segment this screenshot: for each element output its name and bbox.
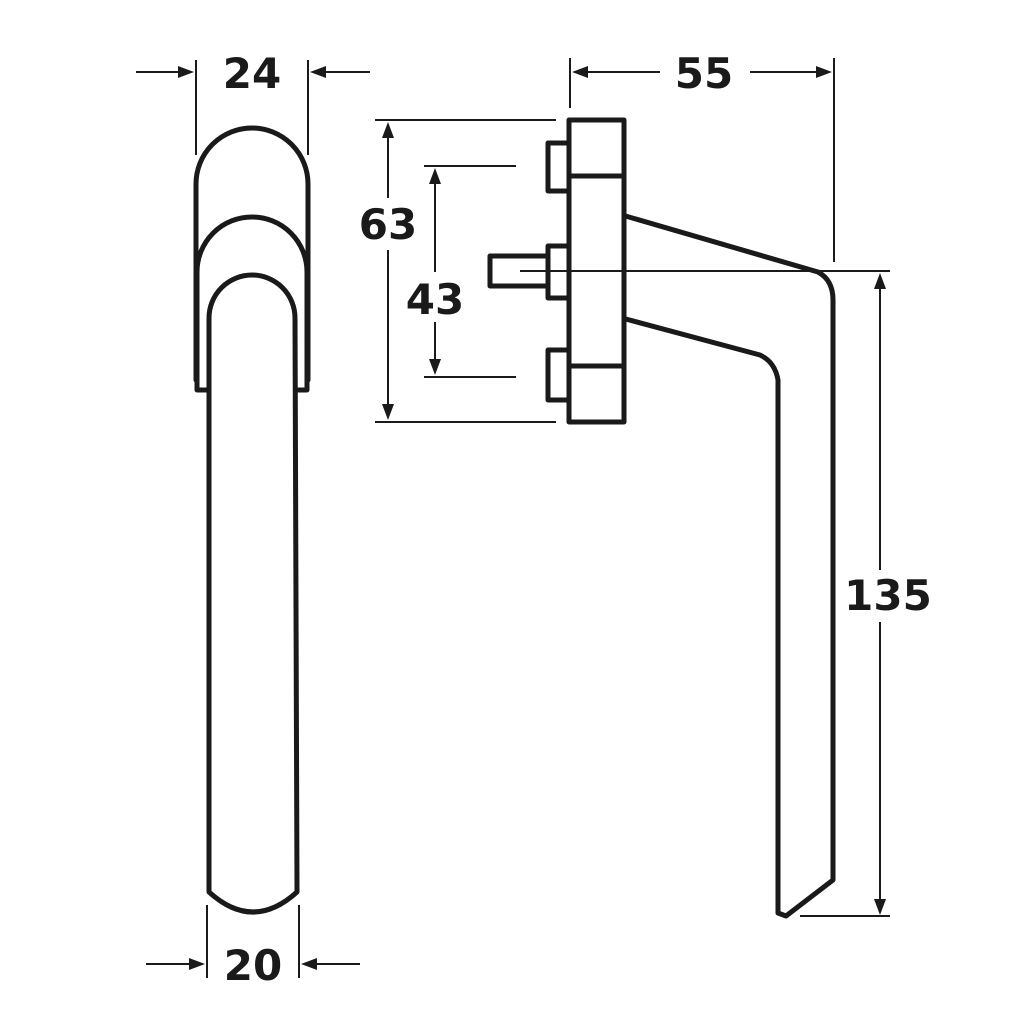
dimension-label-top-width: 24 [223,49,281,98]
dimension-rose-height: 63 [359,119,556,423]
dimension-label-screw-spacing: 43 [406,275,464,324]
front-view [193,125,311,915]
dimension-screw-spacing: 43 [406,165,516,378]
arrowhead [874,273,886,289]
dimension-bottom-width: 20 [146,905,360,990]
dimension-length: 55 [569,49,835,262]
dimension-label-bottom-width: 20 [224,941,282,990]
arrowhead [429,168,441,184]
dimension-label-length: 55 [675,49,733,98]
arrowhead [874,899,886,915]
arrowhead [572,66,588,78]
arrowhead [310,66,326,78]
arrowhead [816,66,832,78]
side-lever-outline [619,212,836,919]
dimension-lever-length: 135 [800,273,932,917]
arrowhead [382,404,394,420]
arrowhead [178,66,194,78]
front-lever-outline [206,272,300,915]
side-view [487,117,836,919]
arrowhead [189,958,205,970]
dimension-label-lever-length: 135 [844,571,932,620]
dimension-top-width: 24 [136,49,370,155]
arrowhead [301,958,317,970]
dimension-label-rose-height: 63 [359,200,417,249]
arrowhead [429,359,441,375]
arrowhead [382,122,394,138]
